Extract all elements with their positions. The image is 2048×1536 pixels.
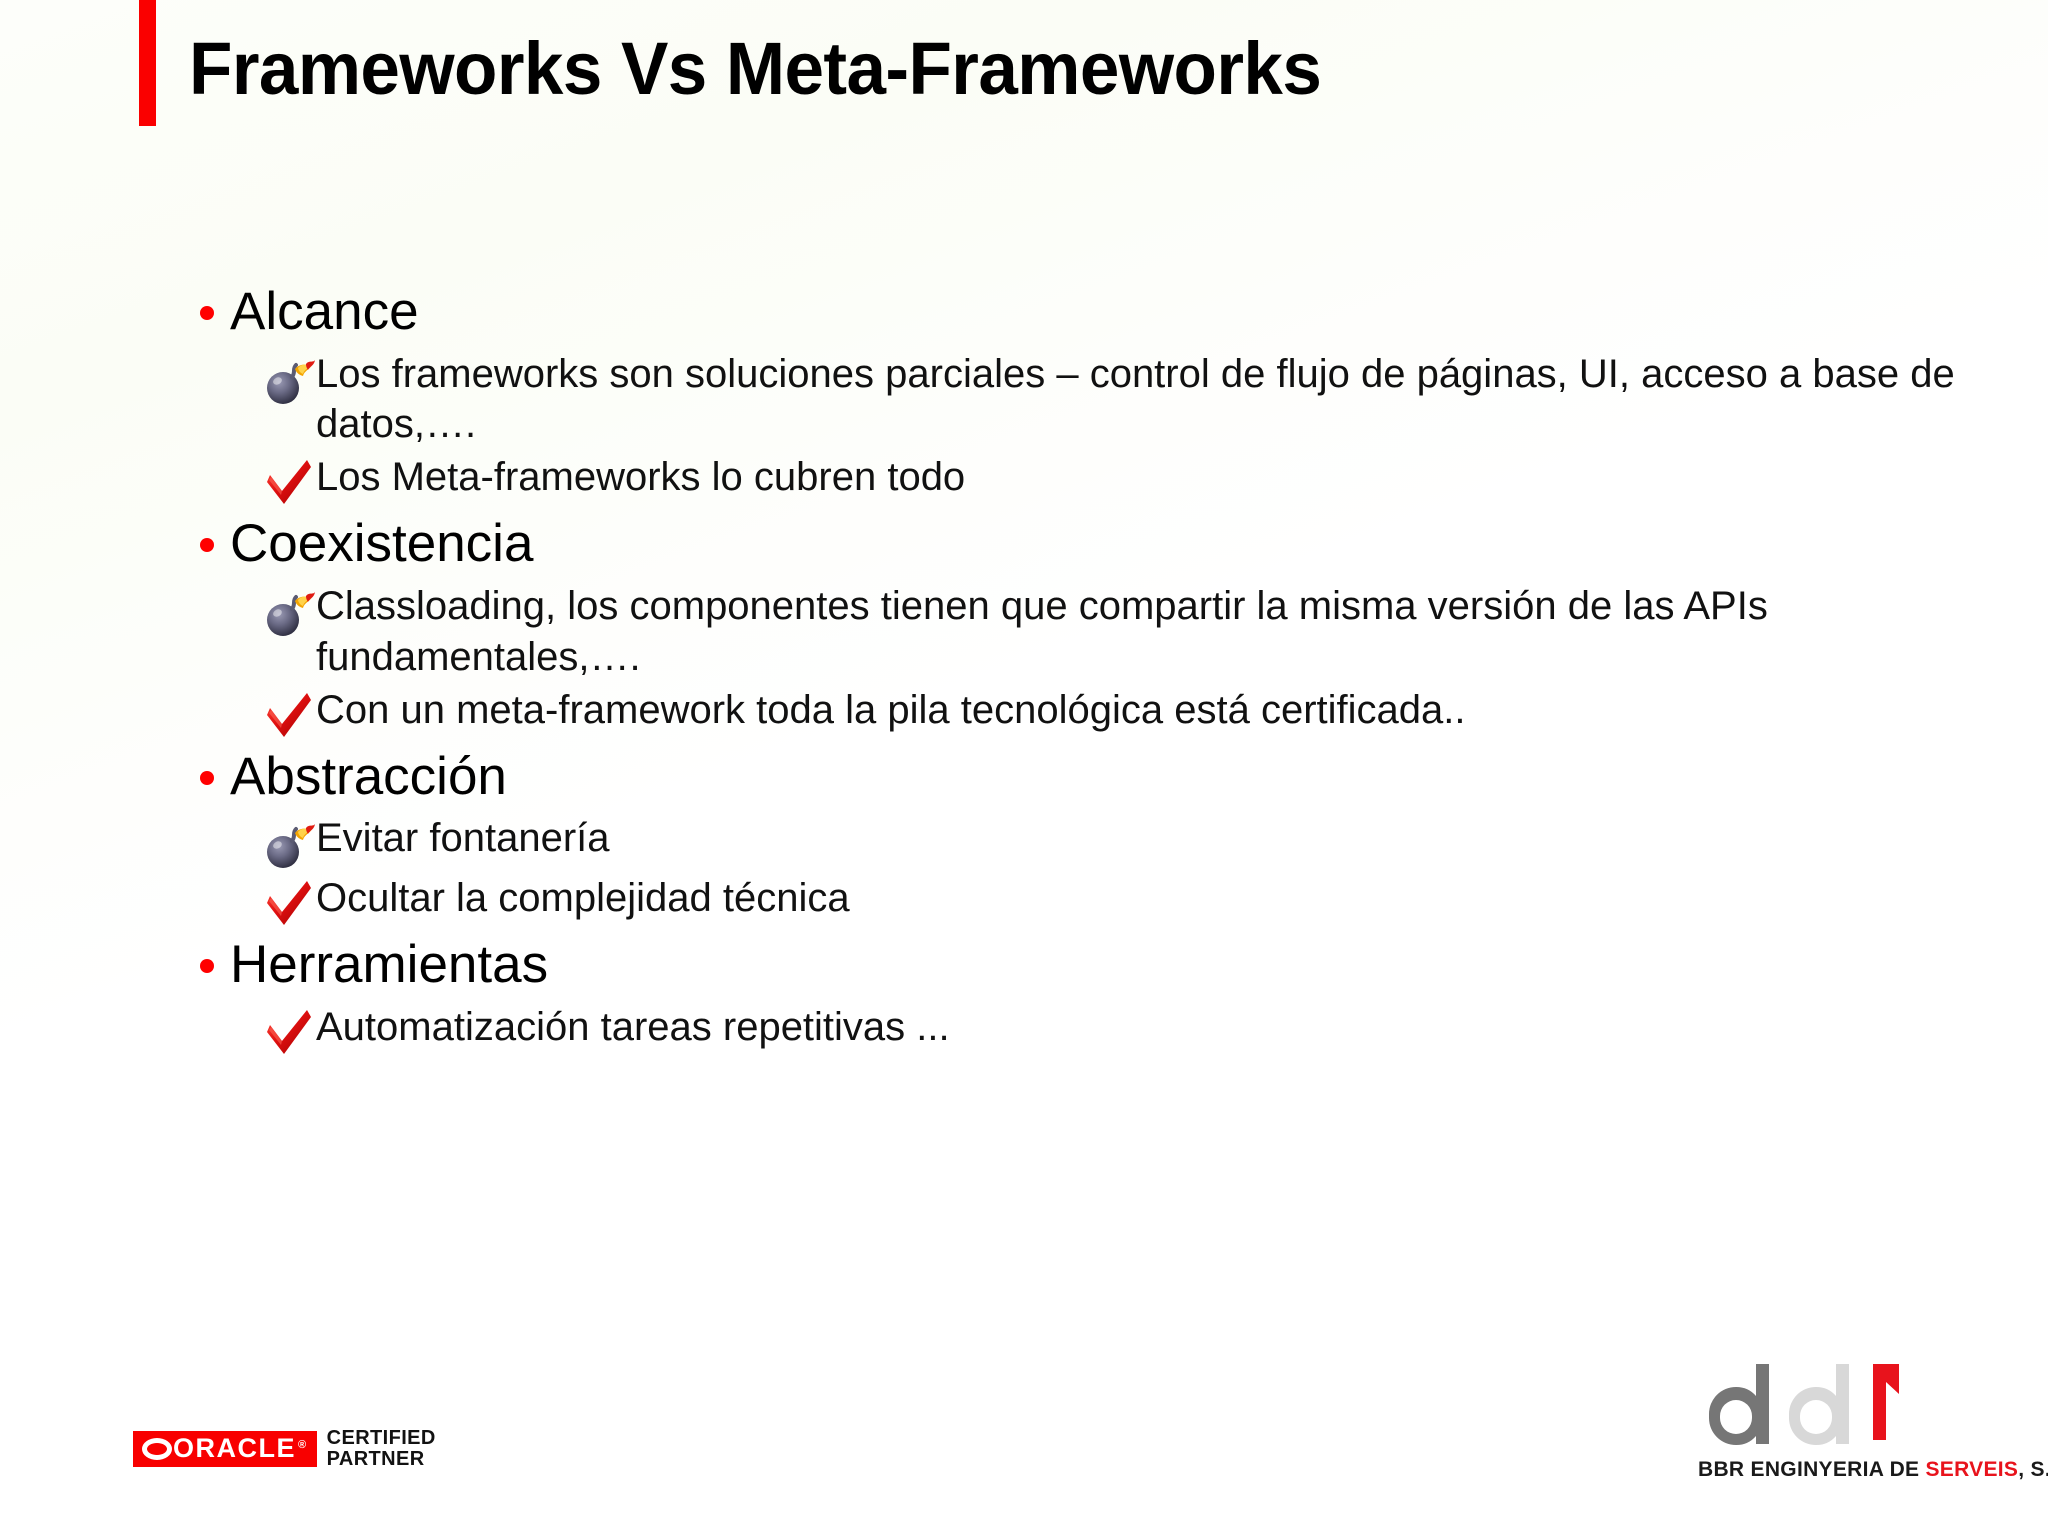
oracle-line-1: CERTIFIED bbox=[326, 1427, 436, 1449]
check-icon bbox=[262, 1008, 316, 1060]
level1-bullet: Herramientas bbox=[196, 933, 1986, 998]
bomb-icon bbox=[262, 587, 316, 639]
level2-bullet: Con un meta-framework toda la pila tecno… bbox=[262, 685, 1986, 743]
level1-bullet: Coexistencia bbox=[196, 512, 1986, 577]
level2-text: Classloading, los componentes tienen que… bbox=[316, 583, 1768, 679]
bullet-dot-icon bbox=[196, 512, 230, 553]
level2-text: Los Meta-frameworks lo cubren todo bbox=[316, 455, 966, 500]
bullet-dot-icon bbox=[196, 933, 230, 974]
level1-bullet: Alcance bbox=[196, 280, 1986, 345]
level1-label: Herramientas bbox=[230, 935, 549, 995]
level2-bullet: Automatización tareas repetitivas ... bbox=[262, 1002, 1986, 1060]
oracle-o-glyph bbox=[142, 1438, 172, 1461]
bbr-tagline-part1: BBR ENGINYERIA DE bbox=[1698, 1458, 1926, 1481]
level2-text: Evitar fontanería bbox=[316, 816, 610, 861]
level1-label: Alcance bbox=[230, 282, 419, 341]
bullet-group: Coexistencia Classloading, los component… bbox=[196, 512, 1986, 742]
bbr-logo: BBR ENGINYERIA DE SERVEIS, S. L. bbox=[1698, 1360, 2048, 1482]
check-icon bbox=[262, 879, 316, 931]
level1-label: Coexistencia bbox=[230, 514, 534, 574]
level2-text: Ocultar la complejidad técnica bbox=[316, 876, 850, 921]
level2-bullet: Evitar fontanería bbox=[262, 813, 1986, 871]
oracle-partner-words: CERTIFIED PARTNER bbox=[326, 1427, 436, 1471]
page-title: Frameworks Vs Meta-Frameworks bbox=[189, 27, 1322, 110]
bbr-tagline-serveis: SERVEIS bbox=[1925, 1458, 2019, 1481]
level2-bullet: Los Meta-frameworks lo cubren todo bbox=[262, 452, 1986, 510]
level2-text: Los frameworks son soluciones parciales … bbox=[316, 351, 1955, 447]
level2-text: Con un meta-framework toda la pila tecno… bbox=[316, 687, 1466, 732]
bbr-logomark-icon bbox=[1698, 1360, 1998, 1448]
bullet-group: Abstracción Evitar fontanería bbox=[196, 745, 1986, 932]
level2-bullet: Ocultar la complejidad técnica bbox=[262, 873, 1986, 931]
bomb-icon bbox=[262, 819, 316, 871]
oracle-tm-icon: ® bbox=[298, 1439, 308, 1452]
level1-bullet: Abstracción bbox=[196, 745, 1986, 810]
level1-label: Abstracción bbox=[230, 746, 507, 806]
level2-text: Automatización tareas repetitivas ... bbox=[316, 1004, 950, 1049]
check-icon bbox=[262, 691, 316, 743]
bomb-icon bbox=[262, 355, 316, 407]
bullet-group: Alcance bbox=[196, 280, 1986, 510]
bullet-dot-icon bbox=[196, 280, 230, 320]
oracle-wordmark: ORACLE® bbox=[133, 1431, 317, 1468]
bullet-group: Herramientas Automatización tareas repet… bbox=[196, 933, 1986, 1060]
slide-body: Alcance bbox=[196, 280, 1986, 1062]
bullet-dot-icon bbox=[196, 745, 230, 785]
bbr-tagline-part2: , S. L. bbox=[2018, 1458, 2048, 1481]
level2-bullet: Los frameworks son soluciones parciales … bbox=[262, 349, 1986, 451]
bbr-tagline: BBR ENGINYERIA DE SERVEIS, S. L. bbox=[1698, 1458, 2048, 1482]
oracle-line-2: PARTNER bbox=[326, 1448, 425, 1471]
title-accent-bar bbox=[139, 0, 156, 126]
check-icon bbox=[262, 458, 316, 510]
level2-bullet: Classloading, los componentes tienen que… bbox=[262, 581, 1986, 683]
oracle-certified-partner-logo: ORACLE® CERTIFIED PARTNER bbox=[133, 1427, 436, 1471]
oracle-mark-text: ORACLE bbox=[173, 1433, 296, 1464]
